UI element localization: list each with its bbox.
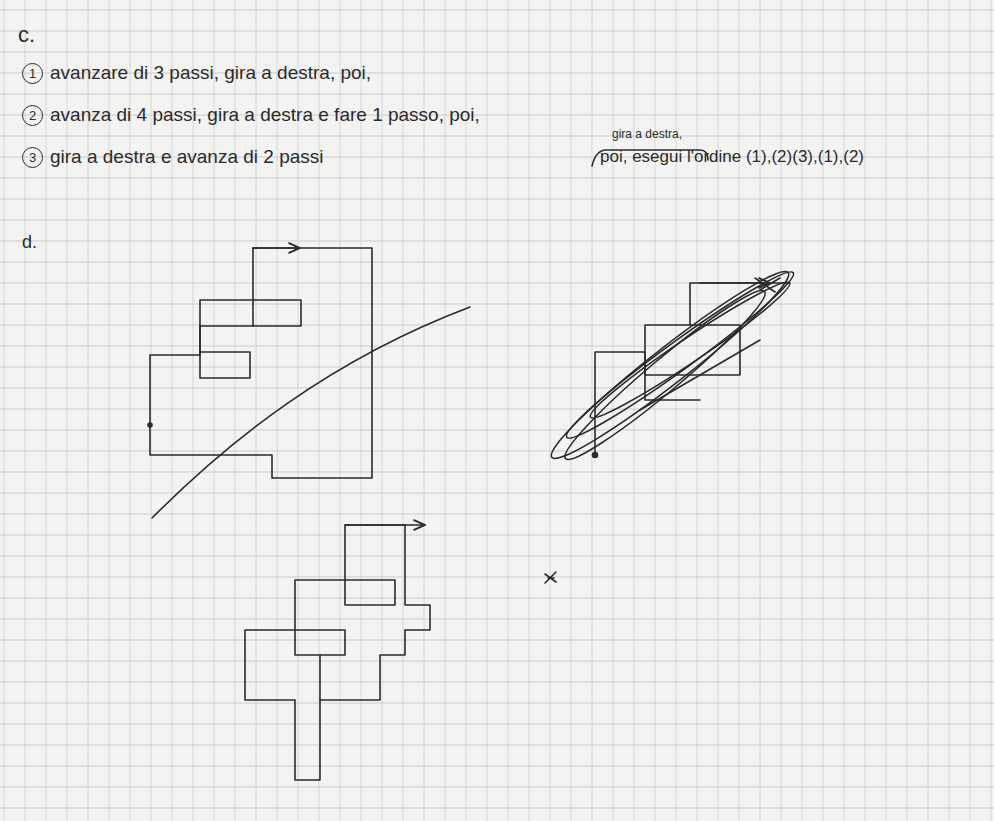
path-figure: [148, 248, 470, 518]
grid-line: [0, 514, 994, 515]
grid-line: [802, 0, 803, 821]
grid-line: [592, 0, 593, 821]
grid-line: [991, 0, 992, 821]
grid-line: [0, 409, 994, 410]
grid-line: [697, 0, 698, 821]
grid-line: [0, 703, 994, 704]
grid-line: [781, 0, 782, 821]
grid-line: [0, 472, 994, 473]
grid-line: [676, 0, 677, 821]
grid-line: [0, 640, 994, 641]
grid-line: [0, 52, 994, 53]
section-letter: d.: [22, 232, 37, 253]
grid-line: [970, 0, 971, 821]
grid-line: [886, 0, 887, 821]
grid-line: [487, 0, 488, 821]
grid-line: [0, 262, 994, 263]
grid-line: [0, 430, 994, 431]
grid-line: [0, 346, 994, 347]
grid-line: [508, 0, 509, 821]
grid-line: [718, 0, 719, 821]
section-letter: c.: [18, 22, 35, 47]
grid-line: [0, 577, 994, 578]
grid-line: [0, 535, 994, 536]
grid-line: [0, 661, 994, 662]
grid-line: [46, 0, 47, 821]
grid-line: [0, 556, 994, 557]
grid-line: [634, 0, 635, 821]
step-number: 2: [22, 105, 43, 126]
grid-line: [0, 241, 994, 242]
grid-line: [0, 787, 994, 788]
step-number: 3: [22, 147, 43, 168]
grid-line: [0, 199, 994, 200]
grid-line: [0, 808, 994, 809]
grid-line: [0, 325, 994, 326]
grid-line: [739, 0, 740, 821]
grid-line: [0, 682, 994, 683]
grid-line: [0, 283, 994, 284]
scribbled-figure: [541, 258, 802, 471]
grid-line: [550, 0, 551, 821]
grid-line: [0, 220, 994, 221]
instruction: avanza di 4 passi, gira a destra e fare …: [50, 104, 480, 126]
grid-line: [0, 745, 994, 746]
grid-line: [0, 451, 994, 452]
grid-line: [0, 766, 994, 767]
grid-line: [865, 0, 866, 821]
grid-line: [0, 94, 994, 95]
grid-line: [0, 136, 994, 137]
grid-line: [0, 598, 994, 599]
grid-line: [571, 0, 572, 821]
instruction: poi, esegui l'ordine (1),(2)(3),(1),(2): [600, 147, 864, 167]
grid-line: [0, 724, 994, 725]
grid-line: [0, 31, 994, 32]
instruction: avanzare di 3 passi, gira a destra, poi,: [50, 62, 371, 84]
grid-line: [0, 367, 994, 368]
grid-line: [0, 178, 994, 179]
grid-line: [4, 0, 5, 821]
path-figure: [245, 525, 430, 780]
grid-line: [0, 388, 994, 389]
instruction: gira a destra e avanza di 2 passi: [50, 146, 324, 168]
grid-line: [907, 0, 908, 821]
grid-line: [823, 0, 824, 821]
grid-line: [25, 0, 26, 821]
grid-line: [0, 304, 994, 305]
ink-blot: [545, 572, 556, 583]
step-number: 1: [22, 63, 43, 84]
grid-line: [0, 619, 994, 620]
grid-line: [928, 0, 929, 821]
grid-line: [655, 0, 656, 821]
grid-line: [949, 0, 950, 821]
grid-line: [0, 10, 994, 11]
insertion-note: gira a destra,: [612, 128, 682, 142]
grid-line: [844, 0, 845, 821]
grid-line: [760, 0, 761, 821]
grid-line: [529, 0, 530, 821]
grid-line: [0, 493, 994, 494]
